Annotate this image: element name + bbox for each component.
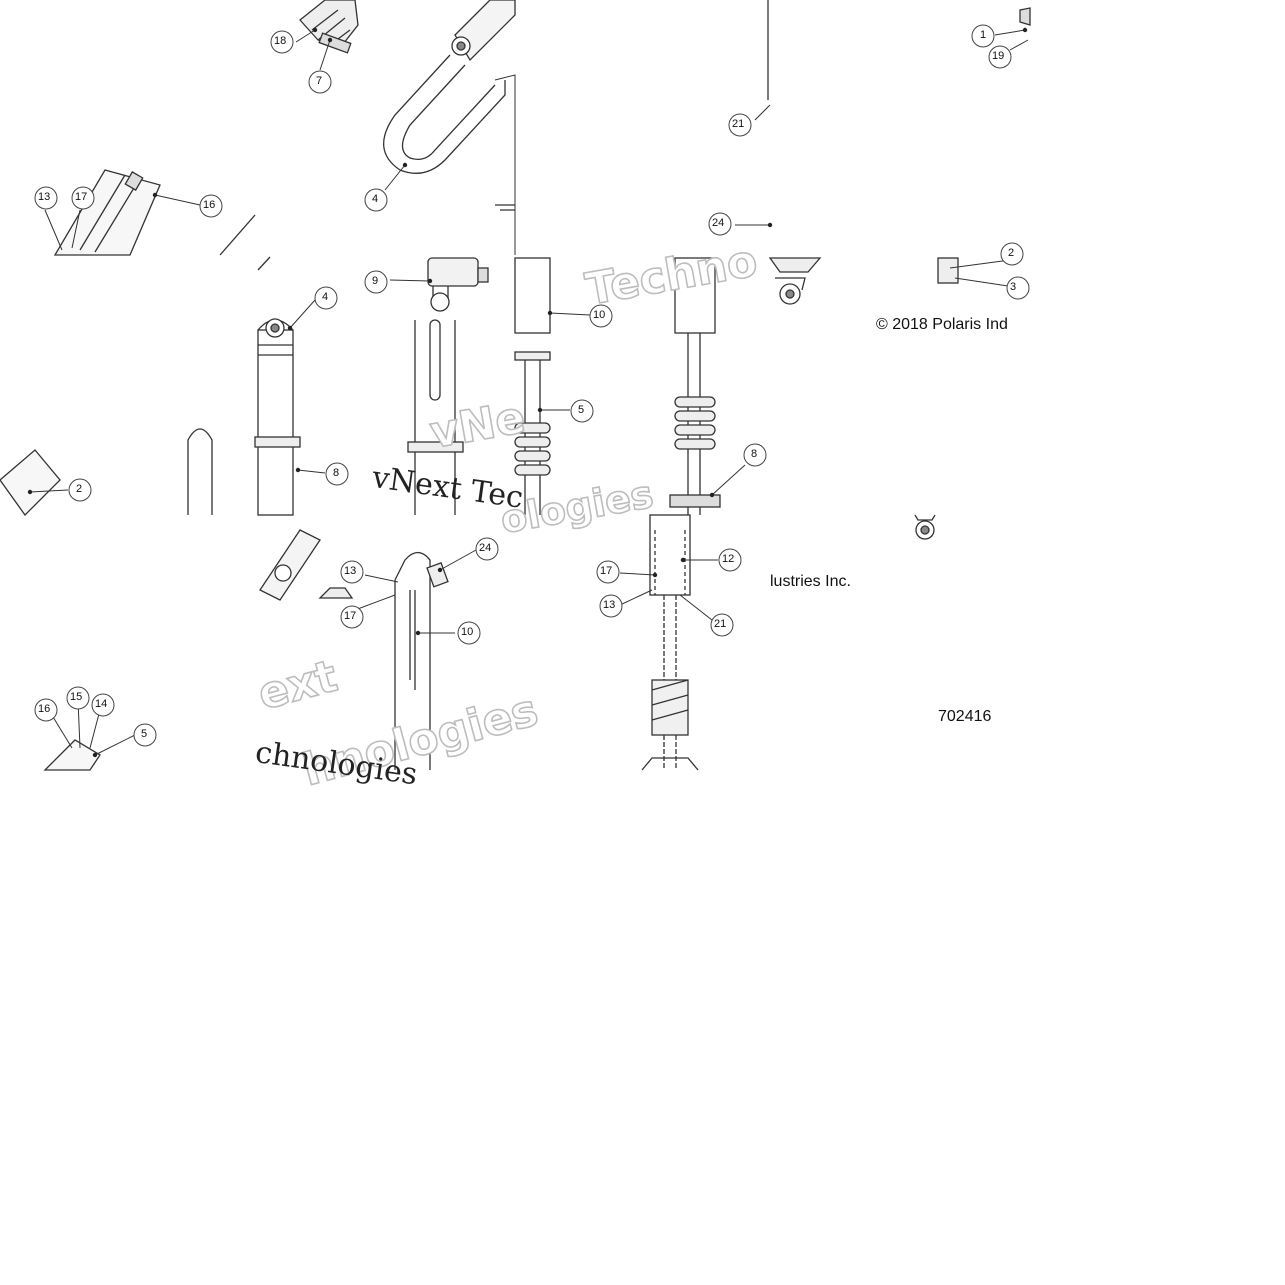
callout-label: 18 (274, 35, 287, 47)
callout-label: 14 (95, 698, 108, 710)
callout-label: 4 (322, 291, 329, 303)
callout-label: 4 (372, 193, 379, 205)
callout-label: 3 (1010, 281, 1017, 293)
hose-stub (219, 214, 256, 256)
damper-section (641, 514, 699, 771)
reservoir-body (451, 0, 516, 62)
callout-label: 16 (203, 199, 216, 211)
lower-left-reservoir (0, 449, 61, 517)
callout-label: 16 (38, 703, 51, 715)
shock-shaft-assembly-2 (669, 257, 721, 515)
shock-shaft-assembly-1 (514, 257, 551, 515)
lower-left-can (43, 739, 101, 771)
callout-label: 15 (70, 691, 83, 703)
callout-label: 8 (333, 467, 340, 479)
leader-arrowheads (27, 27, 1028, 758)
shock-body-left (254, 318, 301, 516)
callout-label: 13 (344, 565, 357, 577)
callout-label: 19 (992, 50, 1005, 62)
callout-label: 10 (461, 626, 474, 638)
callout-label: 24 (712, 217, 725, 229)
callout-label: 5 (141, 728, 148, 740)
copyright-text: © 2018 Polaris Ind (876, 316, 1008, 333)
callout-label: 13 (38, 191, 51, 203)
callout-label: 13 (603, 599, 616, 611)
callout-label: 8 (751, 448, 758, 460)
reservoir-section (394, 551, 449, 770)
piggyback-shock (407, 257, 489, 515)
callout-label: 21 (732, 118, 745, 130)
callout-circles (34, 24, 1030, 747)
callout-label: 21 (714, 618, 727, 630)
callout-label: 7 (316, 75, 323, 87)
leader-lines (29, 29, 1029, 756)
clevis-small (914, 514, 936, 540)
callout-label: 17 (600, 565, 613, 577)
callout-label: 2 (76, 483, 83, 495)
callout-label: 10 (593, 309, 606, 321)
callout-label: 24 (479, 542, 492, 554)
eye-mount (768, 257, 822, 305)
reservoir-hose (382, 54, 516, 255)
callout-label: 1 (980, 29, 987, 41)
callout-label: 12 (722, 553, 735, 565)
shock-top-mount (299, 0, 359, 54)
left-reservoir (53, 169, 161, 256)
callout-label: 17 (75, 191, 88, 203)
bolt-part (937, 7, 1031, 284)
figure-number: 702416 (938, 708, 992, 725)
callout-label: 2 (1008, 247, 1015, 259)
hose-lower (259, 529, 354, 601)
callout-label: 9 (372, 275, 379, 287)
copyright-text-continued: lustries Inc. (770, 573, 851, 590)
hose-stub-2 (257, 256, 271, 271)
shock-body-center-left (187, 428, 213, 515)
callout-label: 5 (578, 404, 585, 416)
callout-label: 17 (344, 610, 357, 622)
